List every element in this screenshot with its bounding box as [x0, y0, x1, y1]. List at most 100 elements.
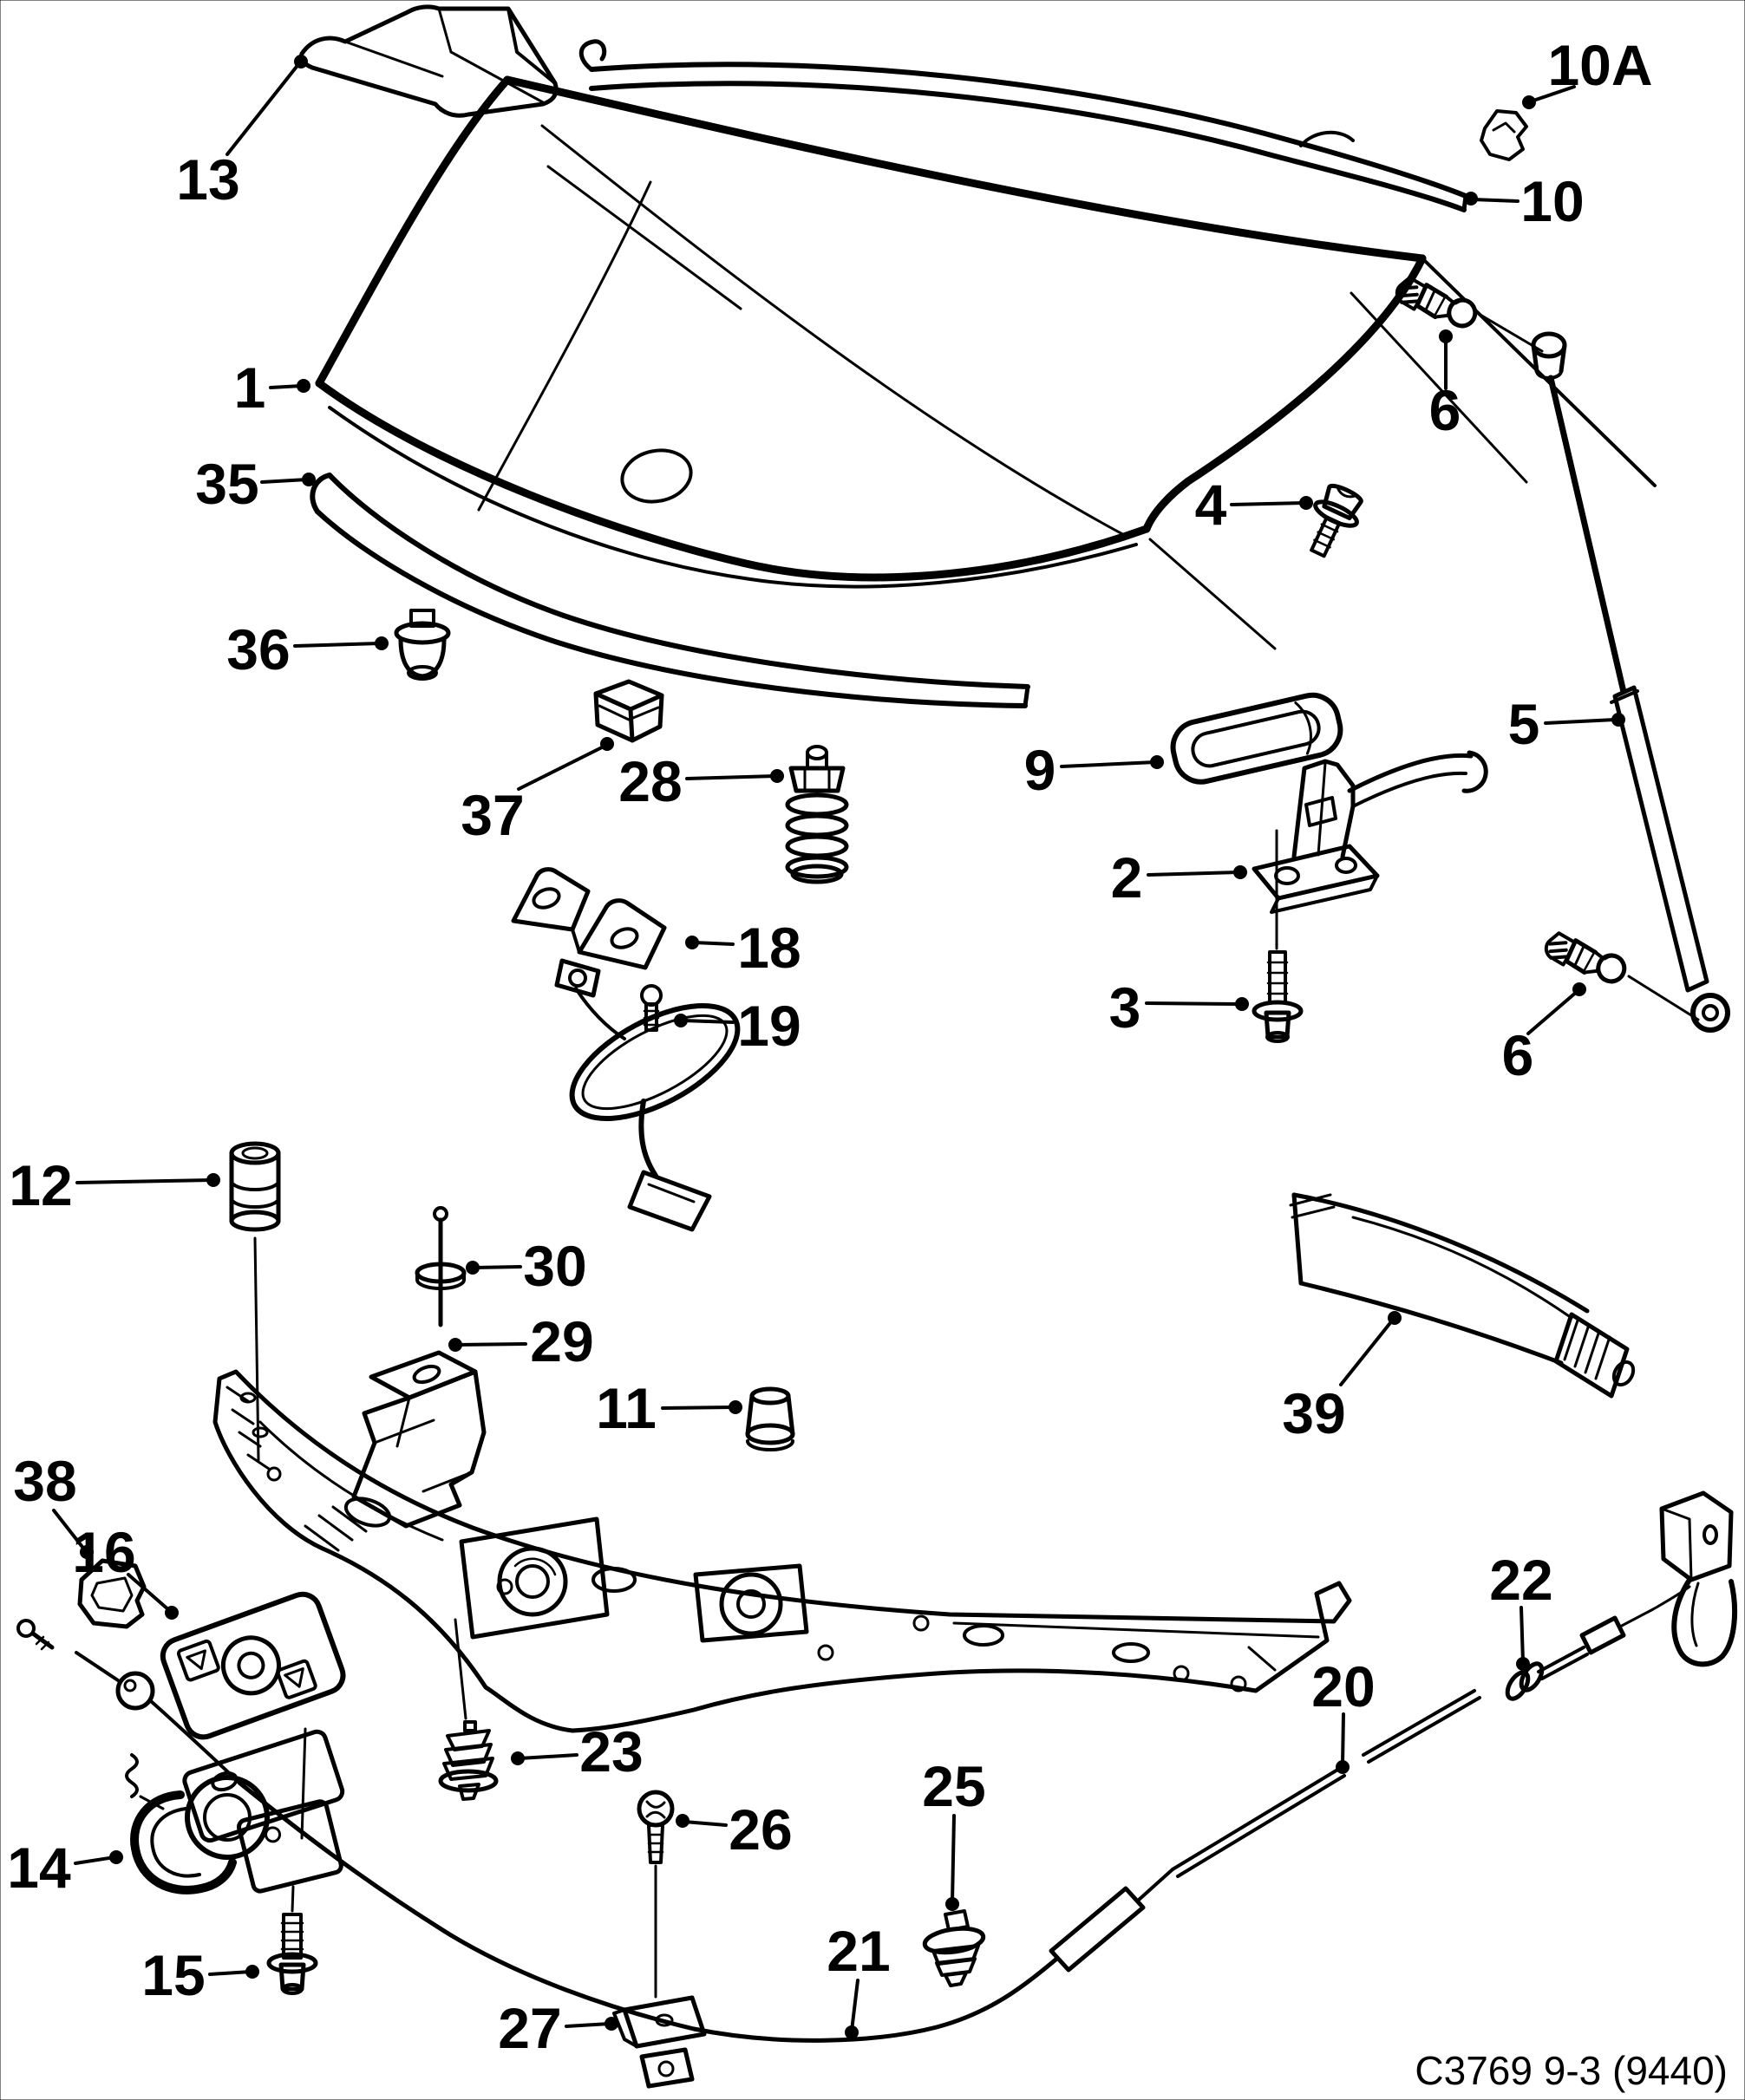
hinge-bolt [1252, 829, 1304, 1043]
svg-text:28: 28 [618, 749, 682, 813]
callout-30[interactable]: 30 [466, 1234, 587, 1298]
assembly-line-16 [300, 1727, 307, 1840]
svg-text:10: 10 [1520, 169, 1584, 233]
latch-spring [125, 1753, 139, 1798]
callout-10A[interactable]: 10A [1522, 33, 1653, 109]
ball-stud-upper [1393, 275, 1544, 353]
callout-2[interactable]: 2 [1111, 845, 1247, 910]
svg-text:26: 26 [729, 1797, 792, 1862]
callout-12[interactable]: 12 [9, 1153, 220, 1217]
svg-text:30: 30 [523, 1234, 586, 1298]
svg-text:20: 20 [1311, 1654, 1375, 1718]
callout-25[interactable]: 25 [922, 1754, 986, 1911]
svg-text:13: 13 [176, 147, 239, 212]
callout-35[interactable]: 35 [195, 452, 316, 516]
callout-6-lower[interactable]: 6 [1502, 982, 1586, 1087]
hood-grommet [394, 609, 451, 681]
hood-latch [75, 1651, 345, 1913]
callout-10[interactable]: 10 [1464, 169, 1585, 233]
callout-22[interactable]: 22 [1489, 1548, 1553, 1671]
callout-38[interactable]: 38 [13, 1449, 94, 1559]
callout-27[interactable]: 27 [498, 1996, 618, 2060]
windshield-line [1422, 258, 1657, 487]
callout-20[interactable]: 20 [1311, 1654, 1376, 1774]
adjuster-screw [16, 1619, 55, 1651]
svg-text:9: 9 [1024, 738, 1056, 802]
cable-clamp [612, 1995, 707, 2089]
svg-text:22: 22 [1489, 1548, 1552, 1612]
latch-catch [511, 867, 741, 1232]
svg-text:15: 15 [141, 1943, 205, 2007]
gas-strut [1531, 331, 1730, 1033]
svg-text:11: 11 [596, 1376, 657, 1440]
panel-clip [77, 1558, 147, 1629]
svg-text:36: 36 [226, 617, 290, 682]
clamp-bolt [637, 1790, 675, 1999]
svg-text:1: 1 [234, 355, 266, 420]
svg-text:38: 38 [13, 1449, 76, 1513]
callout-28[interactable]: 28 [618, 749, 784, 813]
callout-1[interactable]: 1 [234, 355, 310, 420]
svg-text:6: 6 [1502, 1023, 1534, 1087]
rubber-plug [745, 1386, 795, 1451]
release-cable-rear [1171, 1608, 1655, 1878]
callout-6-upper[interactable]: 6 [1429, 329, 1461, 442]
expander-clip [438, 1720, 499, 1801]
hood-hinge [1252, 750, 1488, 914]
svg-text:12: 12 [9, 1153, 72, 1217]
callout-36[interactable]: 36 [226, 617, 389, 682]
callout-5[interactable]: 5 [1508, 692, 1625, 756]
callout-39[interactable]: 39 [1282, 1311, 1402, 1445]
seal-clip [1480, 109, 1528, 161]
callout-21[interactable]: 21 [827, 1919, 891, 2039]
cable-grommet [1505, 1670, 1531, 1701]
striker-plate [160, 1591, 346, 1740]
rubber-bumper [229, 1141, 281, 1462]
hood-insulation-pad [299, 4, 742, 310]
callout-3[interactable]: 3 [1109, 975, 1249, 1040]
callout-37[interactable]: 37 [461, 737, 614, 847]
latch-screw [266, 1913, 318, 1995]
callout-16[interactable]: 16 [72, 1520, 179, 1620]
front-seal-strip [310, 473, 1030, 708]
catch-screw [640, 984, 663, 1032]
svg-text:19: 19 [737, 994, 801, 1058]
hood-emblem-hole [620, 448, 693, 504]
svg-text:37: 37 [461, 783, 524, 847]
radiator-support-panel [212, 1369, 1352, 1733]
cable-ball-end [115, 1671, 155, 1711]
callout-14[interactable]: 14 [7, 1836, 123, 1900]
rubber-buffer [785, 745, 849, 884]
callout-4[interactable]: 4 [1195, 473, 1313, 537]
callout-13[interactable]: 13 [176, 55, 308, 212]
callout-29[interactable]: 29 [448, 1309, 594, 1373]
callout-23[interactable]: 23 [511, 1719, 644, 1784]
svg-text:16: 16 [72, 1520, 135, 1584]
svg-text:2: 2 [1111, 845, 1143, 910]
svg-text:14: 14 [7, 1836, 71, 1900]
callout-26[interactable]: 26 [676, 1797, 793, 1862]
hinge-cover [1170, 692, 1343, 785]
figure-code: C3769 9-3 (9440) [1415, 2048, 1728, 2093]
pin-with-washer [415, 1206, 467, 1327]
svg-text:3: 3 [1109, 975, 1141, 1040]
svg-text:18: 18 [737, 916, 801, 980]
svg-text:25: 25 [922, 1754, 985, 1818]
hood-panel [315, 75, 1657, 650]
callout-19[interactable]: 19 [674, 994, 801, 1058]
svg-text:5: 5 [1508, 692, 1540, 756]
svg-text:27: 27 [498, 1996, 561, 2060]
callout-15[interactable]: 15 [141, 1943, 259, 2007]
svg-text:4: 4 [1195, 473, 1227, 537]
callout-9[interactable]: 9 [1024, 738, 1164, 802]
cable-barrel [1049, 1886, 1146, 1973]
rear-seal-strip [578, 39, 1468, 212]
release-handle [1651, 1490, 1738, 1667]
release-cable-front [237, 1780, 1174, 2043]
callout-18[interactable]: 18 [685, 916, 801, 980]
callout-11[interactable]: 11 [596, 1376, 742, 1440]
support-bracket [351, 1350, 487, 1529]
ball-stud-lower [1542, 930, 1700, 1021]
